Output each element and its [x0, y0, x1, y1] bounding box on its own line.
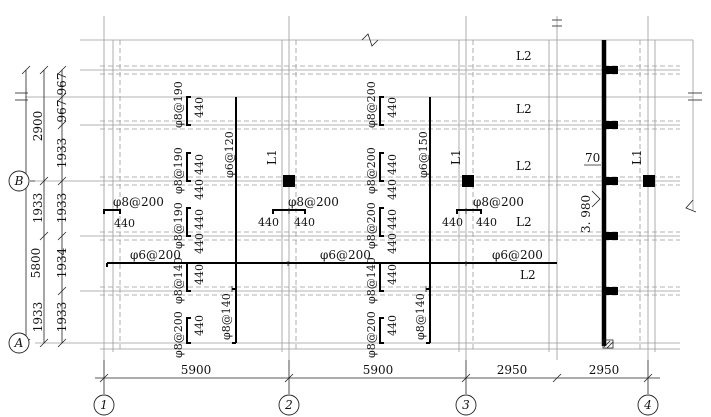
column-l1 [462, 175, 474, 187]
break-marks [15, 19, 702, 213]
svg-text:B: B [14, 174, 24, 188]
dim-967-b: 967 [55, 100, 69, 123]
bay2-long-bars: φ6@150 φ8@140 [414, 97, 431, 344]
dim-5800: 5800 [29, 248, 43, 279]
bar-label: φ6@200 [320, 248, 371, 262]
l2-beam-labels: L2 L2 L2 L2 L2 [516, 49, 536, 282]
svg-text:440: 440 [193, 209, 206, 230]
l2-label: L2 [516, 102, 532, 116]
dim-1933-c: 1933 [55, 302, 69, 333]
svg-text:440: 440 [386, 315, 399, 336]
svg-text:440: 440 [386, 154, 399, 175]
axis-marker-a: A [8, 332, 30, 354]
elevation-label: 3. 980 [579, 195, 593, 233]
l2-label: L2 [516, 215, 532, 229]
dim-967-a: 967 [55, 73, 69, 96]
horizontal-grid-lines [25, 39, 693, 350]
svg-text:440: 440 [258, 216, 279, 229]
axis-marker-b: B [8, 170, 35, 192]
bottom-dimension-chain: 5900 5900 2950 2950 [95, 363, 660, 383]
bar-label: φ6@200 [492, 248, 543, 262]
svg-text:φ8@190: φ8@190 [172, 202, 185, 249]
column-l1 [283, 175, 295, 187]
crossing-ticks [231, 286, 427, 292]
bar-label: φ6@200 [130, 248, 181, 262]
svg-text:φ8@200: φ8@200 [365, 202, 378, 249]
svg-text:440: 440 [193, 154, 206, 175]
long-bar-phi6-200: φ6@200 φ6@200 φ6@200 [106, 248, 557, 267]
svg-text:440: 440 [294, 216, 315, 229]
dim-bottom-5900-b: 5900 [363, 363, 394, 377]
dim-2900: 2900 [31, 111, 45, 142]
svg-text:1: 1 [100, 398, 108, 412]
axis-marker-1: 1 [93, 360, 115, 416]
svg-text:440: 440 [193, 97, 206, 118]
left-dimension-chains: 967 967 1933 1933 1934 1933 2900 1933 19… [21, 65, 69, 348]
l2-label: L2 [520, 268, 536, 282]
svg-text:φ8@200: φ8@200 [365, 311, 378, 358]
bay2-brackets: φ8@200 φ8@200 φ8@200 φ8@140 φ8@200 440 4… [365, 81, 399, 358]
bar-phi6-150: φ6@150 [417, 131, 430, 178]
offset-70-label: 70 [585, 151, 600, 165]
bar-phi6-120: φ6@120 [223, 131, 236, 178]
l1-columns: L1 L1 L1 [265, 149, 655, 187]
bar-phi8-140: φ8@140 [414, 293, 427, 340]
svg-text:4: 4 [643, 398, 652, 412]
svg-text:φ8@200: φ8@200 [473, 195, 524, 209]
l2-label: L2 [516, 49, 532, 63]
dim-1933-a: 1933 [55, 138, 69, 169]
svg-text:440: 440 [476, 216, 497, 229]
dim-bottom-5900-a: 5900 [181, 363, 212, 377]
column-l1 [643, 175, 655, 187]
l1-label: L1 [449, 149, 463, 165]
svg-text:440: 440 [193, 264, 206, 285]
wall-elevation: 3. 980 70 [579, 40, 618, 349]
dim-bottom-2950-b: 2950 [589, 363, 620, 377]
axis-marker-2: 2 [278, 360, 300, 416]
svg-text:φ8@190: φ8@190 [172, 147, 185, 194]
svg-text:440: 440 [386, 179, 399, 200]
dim-1934: 1934 [55, 247, 69, 278]
svg-text:440: 440 [386, 97, 399, 118]
horizontal-short-bars: φ8@200 440 φ8@200 440 440 φ8@200 440 440 [103, 195, 524, 230]
svg-text:440: 440 [386, 233, 399, 254]
svg-text:φ8@140: φ8@140 [172, 257, 185, 304]
dim-1933-mid-b: 1933 [31, 302, 45, 333]
dim-1933-b: 1933 [55, 193, 69, 224]
svg-text:φ8@200: φ8@200 [288, 195, 339, 209]
bay1-brackets: φ8@190 φ8@190 φ8@190 φ8@140 φ8@200 440 4… [172, 81, 206, 358]
l1-label: L1 [265, 149, 279, 165]
bar-phi8-140: φ8@140 [220, 293, 233, 340]
svg-text:440: 440 [442, 216, 463, 229]
svg-text:φ8@200: φ8@200 [113, 195, 164, 209]
vertical-grid-lines [103, 16, 694, 360]
svg-text:2: 2 [284, 398, 293, 412]
svg-text:3: 3 [462, 398, 470, 412]
l1-label: L1 [630, 149, 644, 165]
svg-text:φ8@200: φ8@200 [365, 147, 378, 194]
svg-text:440: 440 [193, 233, 206, 254]
l2-label: L2 [516, 159, 532, 173]
svg-text:φ8@140: φ8@140 [365, 257, 378, 304]
svg-text:A: A [14, 336, 24, 350]
dim-bottom-2950-a: 2950 [497, 363, 528, 377]
svg-text:440: 440 [193, 179, 206, 200]
svg-text:φ8@200: φ8@200 [172, 311, 185, 358]
dim-1933-mid-a: 1933 [31, 193, 45, 224]
axis-marker-3: 3 [455, 360, 477, 416]
svg-text:440: 440 [193, 315, 206, 336]
svg-text:440: 440 [386, 264, 399, 285]
bay1-long-bars: φ6@120 φ8@140 [220, 97, 237, 344]
svg-text:440: 440 [386, 209, 399, 230]
svg-text:440: 440 [114, 217, 135, 230]
axis-marker-4: 4 [637, 360, 659, 416]
svg-text:φ8@200: φ8@200 [365, 81, 378, 128]
svg-text:φ8@190: φ8@190 [172, 81, 185, 128]
